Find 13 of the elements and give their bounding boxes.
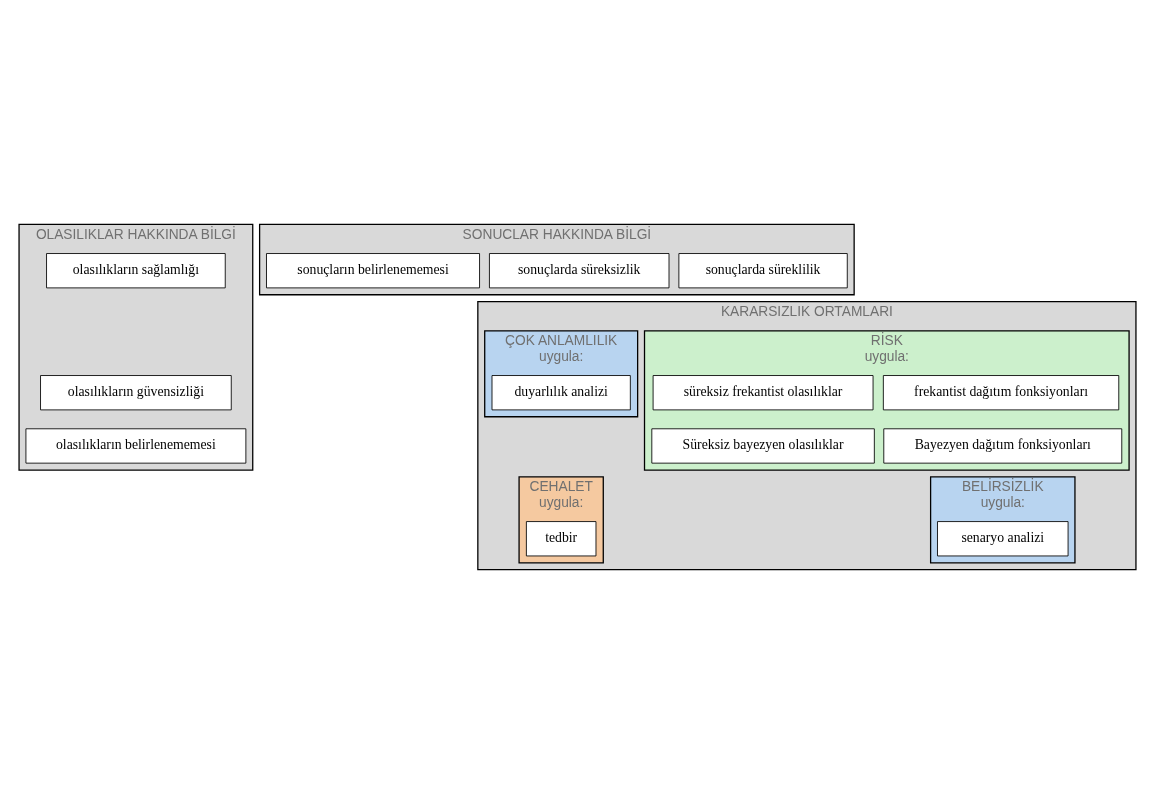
node-box: süreksiz frekantist olasılıklar bbox=[652, 374, 874, 410]
node-box: olasılıkların sağlamlığı bbox=[46, 252, 226, 288]
node-box: sonuçlarda süreksizlik bbox=[489, 252, 670, 288]
node-box: sonuçların belirlenememesi bbox=[266, 252, 480, 288]
node-box: frekantist dağıtım fonksiyonları bbox=[882, 374, 1120, 410]
node-box: Süreksiz bayezyen olasılıklar bbox=[651, 427, 875, 464]
node-box: Bayezyen dağıtım fonksiyonları bbox=[883, 427, 1123, 464]
node-box: sonuçlarda süreklilik bbox=[678, 252, 848, 288]
node-box: tedbir bbox=[525, 520, 597, 556]
node-box: duyarlılık analizi bbox=[491, 374, 631, 410]
node-box: olasılıkların güvensizliği bbox=[40, 374, 232, 410]
node-box: olasılıkların belirlenememesi bbox=[25, 427, 247, 464]
node-box: senaryo analizi bbox=[937, 520, 1069, 556]
